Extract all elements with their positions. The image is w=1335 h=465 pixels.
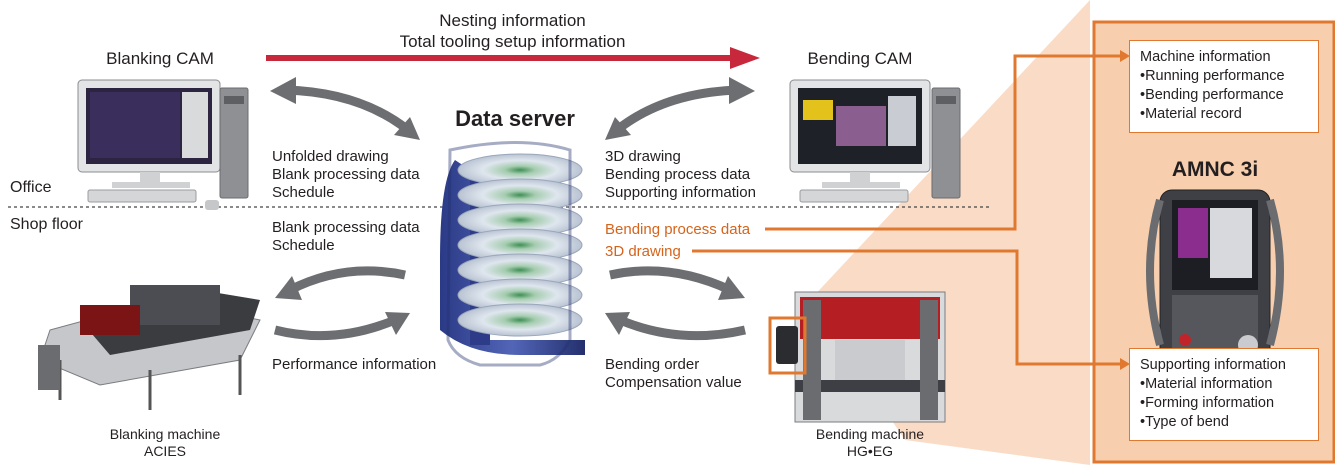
top-flow-line2: Total tooling setup information (399, 32, 626, 51)
box-title: Supporting information (1140, 357, 1286, 373)
caption-line: Blanking machine (109, 426, 221, 442)
supporting-information-box: Supporting information •Material informa… (1129, 348, 1319, 441)
caption-line: ACIES (143, 443, 186, 459)
label-line: Unfolded drawing (272, 148, 389, 165)
left-lower-labels: Blank processing data Schedule (272, 219, 420, 255)
caption-line: HG•EG (846, 443, 894, 459)
label-line: Blank processing data (272, 219, 420, 236)
server-to-bending-arrow (609, 266, 732, 295)
3d-drawing-connector (692, 249, 1120, 366)
bending-machine-caption: Bending machine HG•EG (780, 426, 960, 460)
right-bottom-labels: Bending order Compensation value (605, 356, 742, 392)
left-upper-labels: Unfolded drawing Blank processing data S… (272, 148, 420, 202)
bending-machine-icon (768, 291, 946, 423)
arrowhead-icon (394, 117, 420, 140)
blanking-to-server-arrow (273, 315, 397, 341)
server-to-blanking-arrow (287, 266, 406, 295)
box-item: •Bending performance (1140, 87, 1284, 103)
amnc-title: AMNC 3i (1171, 158, 1259, 181)
amnc-controller-icon (1146, 189, 1284, 361)
caption-line: Bending machine (815, 426, 925, 442)
box-item: •Material information (1140, 376, 1273, 392)
bending-process-connector (765, 54, 1120, 231)
box-title: Machine information (1140, 49, 1271, 65)
data-server-graphic (440, 141, 585, 367)
data-server-title: Data server (455, 106, 575, 131)
bending-process-data-label: Bending process data (605, 221, 751, 238)
bending-cam-server-arrow (614, 85, 741, 134)
box-item: •Running performance (1140, 68, 1285, 84)
arrowhead-icon (270, 77, 296, 104)
office-zone-label: Office (10, 179, 52, 196)
label-line: Bending process data (605, 166, 751, 183)
blanking-machine-icon (38, 285, 261, 410)
bending-cam-computer-icon (789, 79, 961, 203)
box-item: •Forming information (1140, 395, 1275, 411)
top-flow-label: Nesting information Total tooling setup … (330, 10, 695, 52)
machine-information-box: Machine information •Running performance… (1129, 40, 1319, 133)
label-line: Bending order (605, 356, 700, 373)
3d-drawing-label: 3D drawing (605, 243, 681, 260)
performance-information-label: Performance information (272, 356, 437, 373)
blanking-cam-computer-icon (77, 79, 249, 210)
top-flow-line1: Nesting information (439, 11, 586, 30)
blanking-cam-server-arrow (284, 85, 411, 134)
label-line: Schedule (272, 184, 335, 201)
right-upper-labels: 3D drawing Bending process data Supporti… (605, 148, 756, 202)
label-line: 3D drawing (605, 148, 681, 165)
blanking-cam-title: Blanking CAM (106, 49, 214, 68)
blanking-machine-caption: Blanking machine ACIES (60, 426, 270, 460)
label-line: Blank processing data (272, 166, 420, 183)
box-item: •Type of bend (1140, 414, 1229, 430)
top-flow-arrow (266, 47, 760, 69)
bending-to-server-arrow (618, 315, 747, 341)
arrowhead-icon (605, 117, 631, 140)
label-line: Compensation value (605, 374, 742, 391)
server-discs (457, 153, 583, 337)
shop-floor-zone-label: Shop floor (10, 216, 83, 233)
bending-cam-title: Bending CAM (807, 49, 913, 68)
arrowhead-icon (729, 77, 755, 104)
box-item: •Material record (1140, 106, 1242, 122)
label-line: Supporting information (605, 184, 756, 201)
label-line: Schedule (272, 237, 335, 254)
